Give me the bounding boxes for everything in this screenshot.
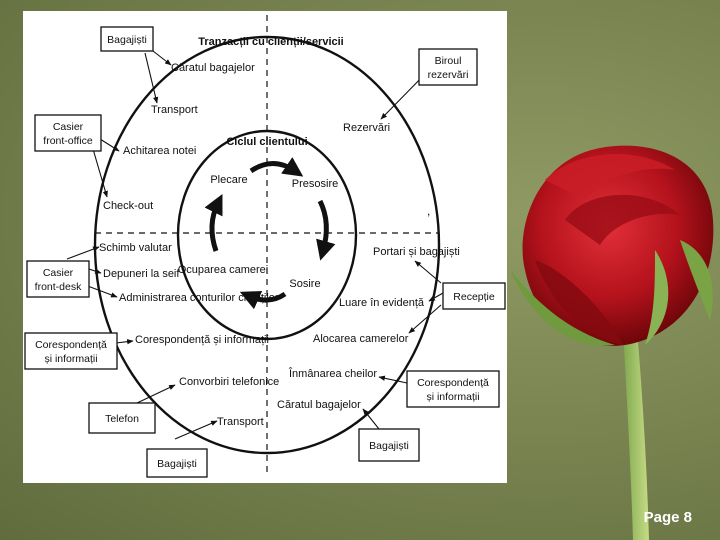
label-transport-bottom: Transport: [217, 416, 264, 428]
stray-mark: ,: [427, 204, 430, 218]
label-alocarea-camerelor: Alocarea camerelor: [313, 333, 409, 345]
cycle-plecare: Plecare: [210, 174, 247, 186]
cycle-arrows: [204, 157, 336, 310]
label-schimb-valutar: Schimb valutar: [99, 242, 172, 254]
cycle-ocuparea-text: Ocuparea camerei: [178, 264, 269, 276]
box-casier-front-office: Casier front-office: [34, 114, 102, 152]
box-bagajisti-top: Bagajiști: [100, 26, 154, 52]
box-receptie: Recepție: [442, 282, 506, 310]
svg-text:Casier: Casier: [53, 121, 84, 133]
svg-text:rezervări: rezervări: [428, 69, 469, 81]
rose-sepal-right: [645, 250, 669, 345]
label-convorbiri-telefonice: Convorbiri telefonice: [179, 376, 279, 388]
rose-image: [510, 145, 714, 540]
diagram-panel: Ciclul clientului Plecare Presosire Sosi…: [23, 11, 507, 483]
label-achitarea-notei: Achitarea notei: [123, 145, 196, 157]
box-telefon: Telefon: [88, 402, 156, 434]
guest-cycle-diagram: Ciclul clientului Plecare Presosire Sosi…: [24, 15, 506, 478]
label-caratul-bagajelor-bottom: Căratul bagajelor: [277, 399, 361, 411]
cycle-ocuparea: Ocuparea camerei: [178, 264, 269, 276]
cycle-sosire: Sosire: [289, 278, 320, 290]
label-caratul-bagajelor-top: Căratul bagajelor: [171, 62, 255, 74]
box-corespondenta-left: Corespondență și informații: [24, 332, 118, 370]
svg-text:și informații: și informații: [426, 391, 479, 403]
cycle-presosire: Presosire: [292, 178, 338, 190]
label-check-out: Check-out: [103, 200, 153, 212]
rose-stem: [623, 330, 649, 540]
connector-arrows: [66, 50, 444, 440]
svg-text:front-office: front-office: [43, 135, 93, 147]
svg-text:Bagajiști: Bagajiști: [107, 34, 147, 46]
box-corespondenta-right: Corespondență și informații: [406, 370, 500, 408]
svg-text:Casier: Casier: [43, 267, 74, 279]
label-inmanarea-cheilor: Înmânarea cheilor: [288, 367, 377, 380]
box-biroul-rezervari: Biroul rezervări: [418, 48, 478, 86]
label-luare-evidenta: Luare în evidență: [339, 297, 425, 309]
svg-text:Bagajiști: Bagajiști: [157, 458, 197, 470]
svg-text:Biroul: Biroul: [435, 55, 462, 67]
svg-text:Corespondență: Corespondență: [417, 377, 489, 389]
label-transport-top: Transport: [151, 104, 198, 116]
label-rezervari: Rezervări: [343, 122, 390, 134]
svg-text:front-desk: front-desk: [35, 281, 82, 293]
box-bagajisti-bottom-right: Bagajiști: [358, 428, 420, 462]
svg-text:Corespondență: Corespondență: [35, 339, 107, 351]
svg-text:Recepție: Recepție: [453, 291, 495, 303]
label-administrarea-conturilor: Administrarea conturilor clienților: [119, 292, 279, 304]
svg-text:și informații: și informații: [44, 353, 97, 365]
page-number: Page 8: [643, 509, 692, 526]
label-corespondenta-inner: Corespondență și informații: [135, 334, 269, 346]
box-casier-front-desk: Casier front-desk: [26, 260, 90, 298]
cycle-title: Ciclul clientului: [226, 136, 307, 148]
label-depuneri-seif: Depuneri la seif: [103, 268, 180, 280]
box-bagajisti-bottom-left: Bagajiști: [146, 448, 208, 478]
rose-sepal-left: [510, 270, 615, 346]
label-portari-bagajisti: Portari și bagajiști: [373, 246, 460, 258]
svg-text:Telefon: Telefon: [105, 413, 139, 425]
svg-text:Bagajiști: Bagajiști: [369, 440, 409, 452]
quadrant-title-top: Tranzacții cu clienții/servicii: [198, 36, 344, 48]
